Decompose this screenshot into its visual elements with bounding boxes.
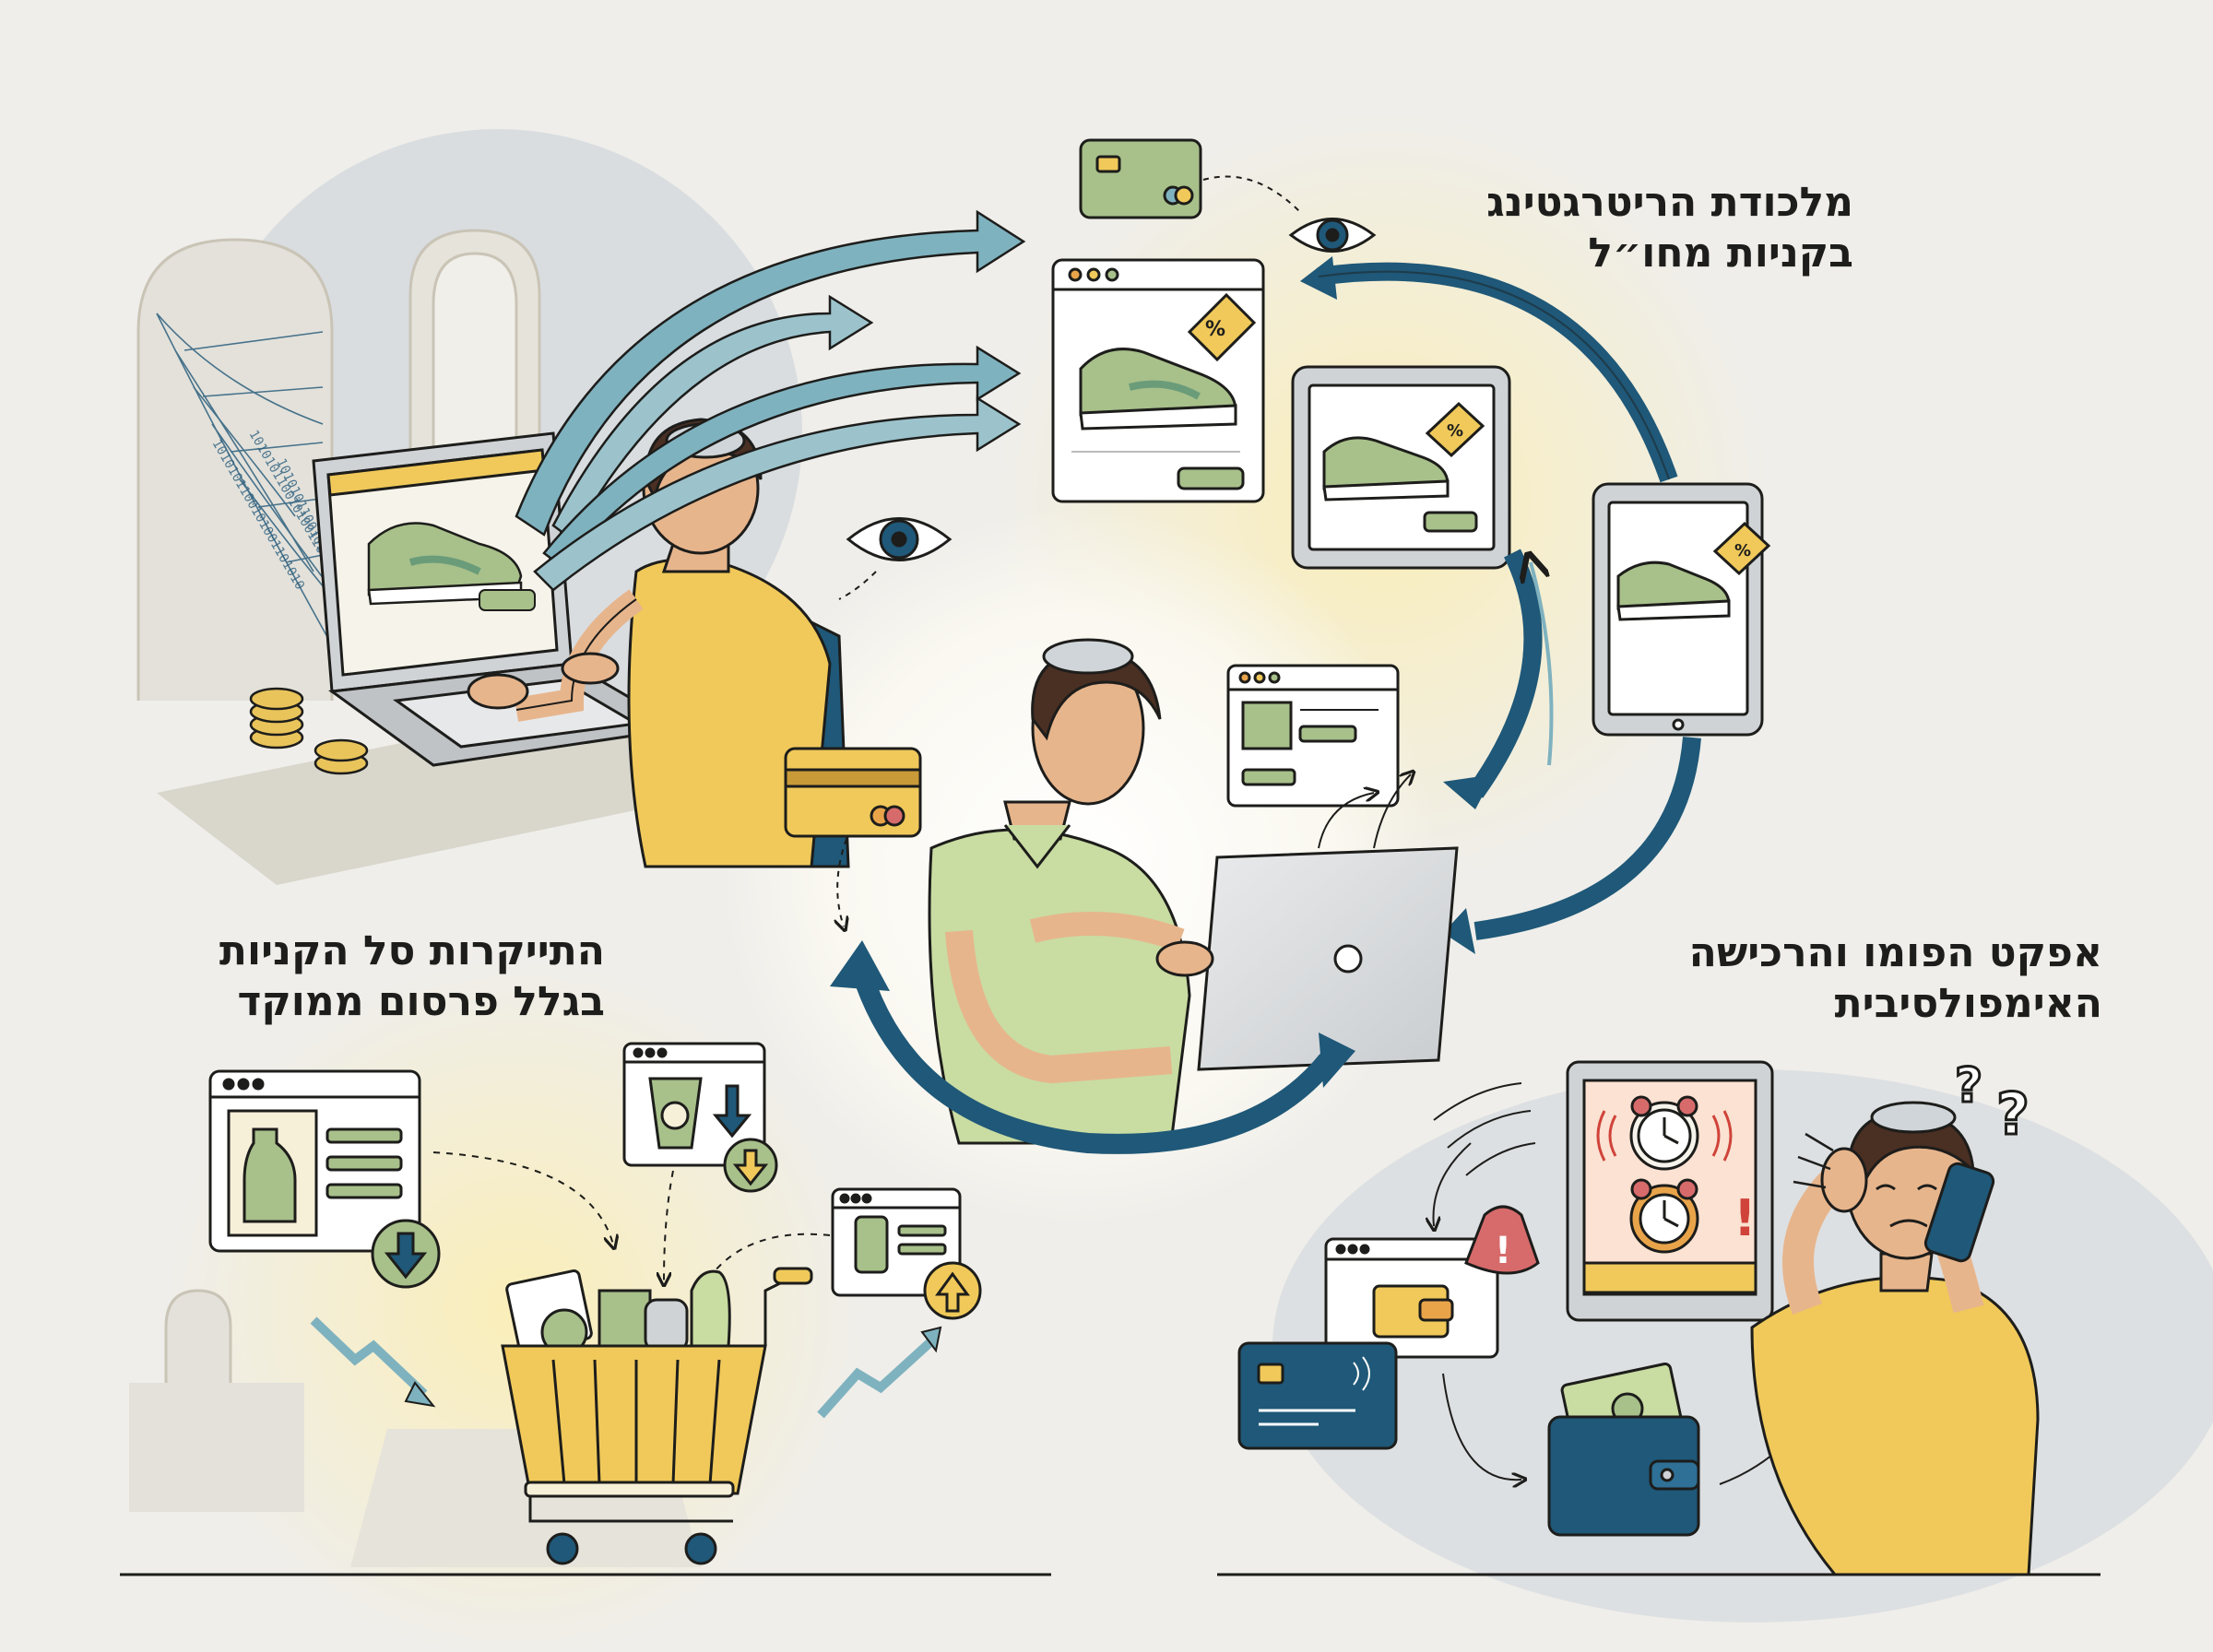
credit-card-icon <box>1237 1341 1398 1450</box>
flow-arrow <box>1442 1373 1521 1480</box>
wallet-icon <box>1547 1363 1700 1537</box>
trend-up-arrow <box>817 1338 935 1419</box>
browser-window <box>208 1069 421 1253</box>
arrow-down-icon <box>723 1138 778 1193</box>
coin-stack-icon <box>249 687 369 775</box>
percent-text: % <box>1447 421 1463 441</box>
card-link-line <box>837 838 846 926</box>
motion-lines <box>1433 1082 1536 1176</box>
retargeting-loop-arrows <box>1300 256 1701 954</box>
basket-heading: התייקרות סל הקניות בגלל פרסום ממוקד <box>219 926 605 1027</box>
smartphone-icon <box>1923 1162 1995 1263</box>
tablet-portrait <box>1592 482 1764 737</box>
data-arrows <box>515 209 1026 592</box>
browser-window <box>622 1042 766 1167</box>
desk <box>157 701 719 885</box>
percent-tag-icon: % <box>1187 292 1257 362</box>
click-arrow <box>1373 774 1411 849</box>
card-link-line <box>1202 175 1301 213</box>
basket-heading-line2: בגלל פרסום ממוקד <box>237 978 606 1025</box>
scene-center-browsing <box>784 638 1459 1154</box>
vibration-lines <box>1596 1110 1733 1162</box>
scene-fomo: ! ! <box>1217 1057 2101 1576</box>
credit-card-icon <box>784 747 922 838</box>
warning-icon: ! <box>1464 1205 1540 1275</box>
basket-heading-line1: התייקרות סל הקניות <box>219 927 605 974</box>
browser-window <box>831 1187 962 1297</box>
retargeting-heading-line1: מלכודת הריטרגטינג <box>1486 179 1853 226</box>
click-arrow <box>1318 793 1374 849</box>
alert-exclamation: ! <box>1734 1189 1757 1247</box>
tablet-landscape <box>1291 365 1511 570</box>
eye-line <box>838 571 877 600</box>
percent-tag-icon: % <box>1425 401 1485 458</box>
browser-window <box>1226 664 1400 808</box>
stress-lines <box>1793 1132 1834 1189</box>
arrow-up-icon <box>923 1261 982 1320</box>
fomo-heading-line1: אפקט הפומו והרכישה <box>1688 929 2102 976</box>
retargeting-heading-line2: בקניות מחו״ל <box>1588 230 1853 277</box>
scene-shopping-basket <box>120 1042 1051 1576</box>
retargeting-heading: מלכודת הריטרגטינג בקניות מחו״ל <box>1486 177 1853 278</box>
fomo-heading: אפקט הפומו והרכישה האימפולסיבית <box>1689 927 2102 1029</box>
percent-tag-icon: % <box>1712 521 1771 576</box>
percent-text: % <box>1205 318 1225 341</box>
fomo-heading-line2: האימפולסיבית <box>1834 980 2102 1027</box>
alarm-clock-icon <box>1629 1178 1699 1254</box>
shopping-cart-icon <box>501 1267 813 1565</box>
eye-icon <box>1288 218 1377 253</box>
arrow-down-icon <box>371 1219 441 1289</box>
man-with-tablet <box>928 638 1459 1145</box>
alarm-clock-icon <box>1629 1095 1699 1171</box>
eye-icon <box>846 517 953 561</box>
percent-text: % <box>1734 541 1751 560</box>
center-loop-arrows <box>830 940 1355 1154</box>
arches <box>129 1289 701 1567</box>
trend-up-arrowhead <box>920 1326 942 1353</box>
buy-button-drawing <box>479 589 536 611</box>
browser-window <box>1324 1237 1499 1359</box>
credit-card-icon <box>1079 138 1202 219</box>
retargeting-devices: % % % <box>1051 138 1771 954</box>
trend-down-arrowhead <box>404 1381 436 1408</box>
browser-window <box>1051 258 1265 503</box>
svg-text:!: ! <box>1495 1230 1511 1272</box>
flow-arrow <box>1434 1142 1472 1226</box>
trend-down-arrow <box>310 1316 428 1398</box>
scene-online-shopping: 1010101100101001101010 10101011001010011… <box>136 209 1026 885</box>
question-mark: ? <box>1955 1058 1982 1114</box>
question-mark: ? <box>1996 1080 2030 1148</box>
